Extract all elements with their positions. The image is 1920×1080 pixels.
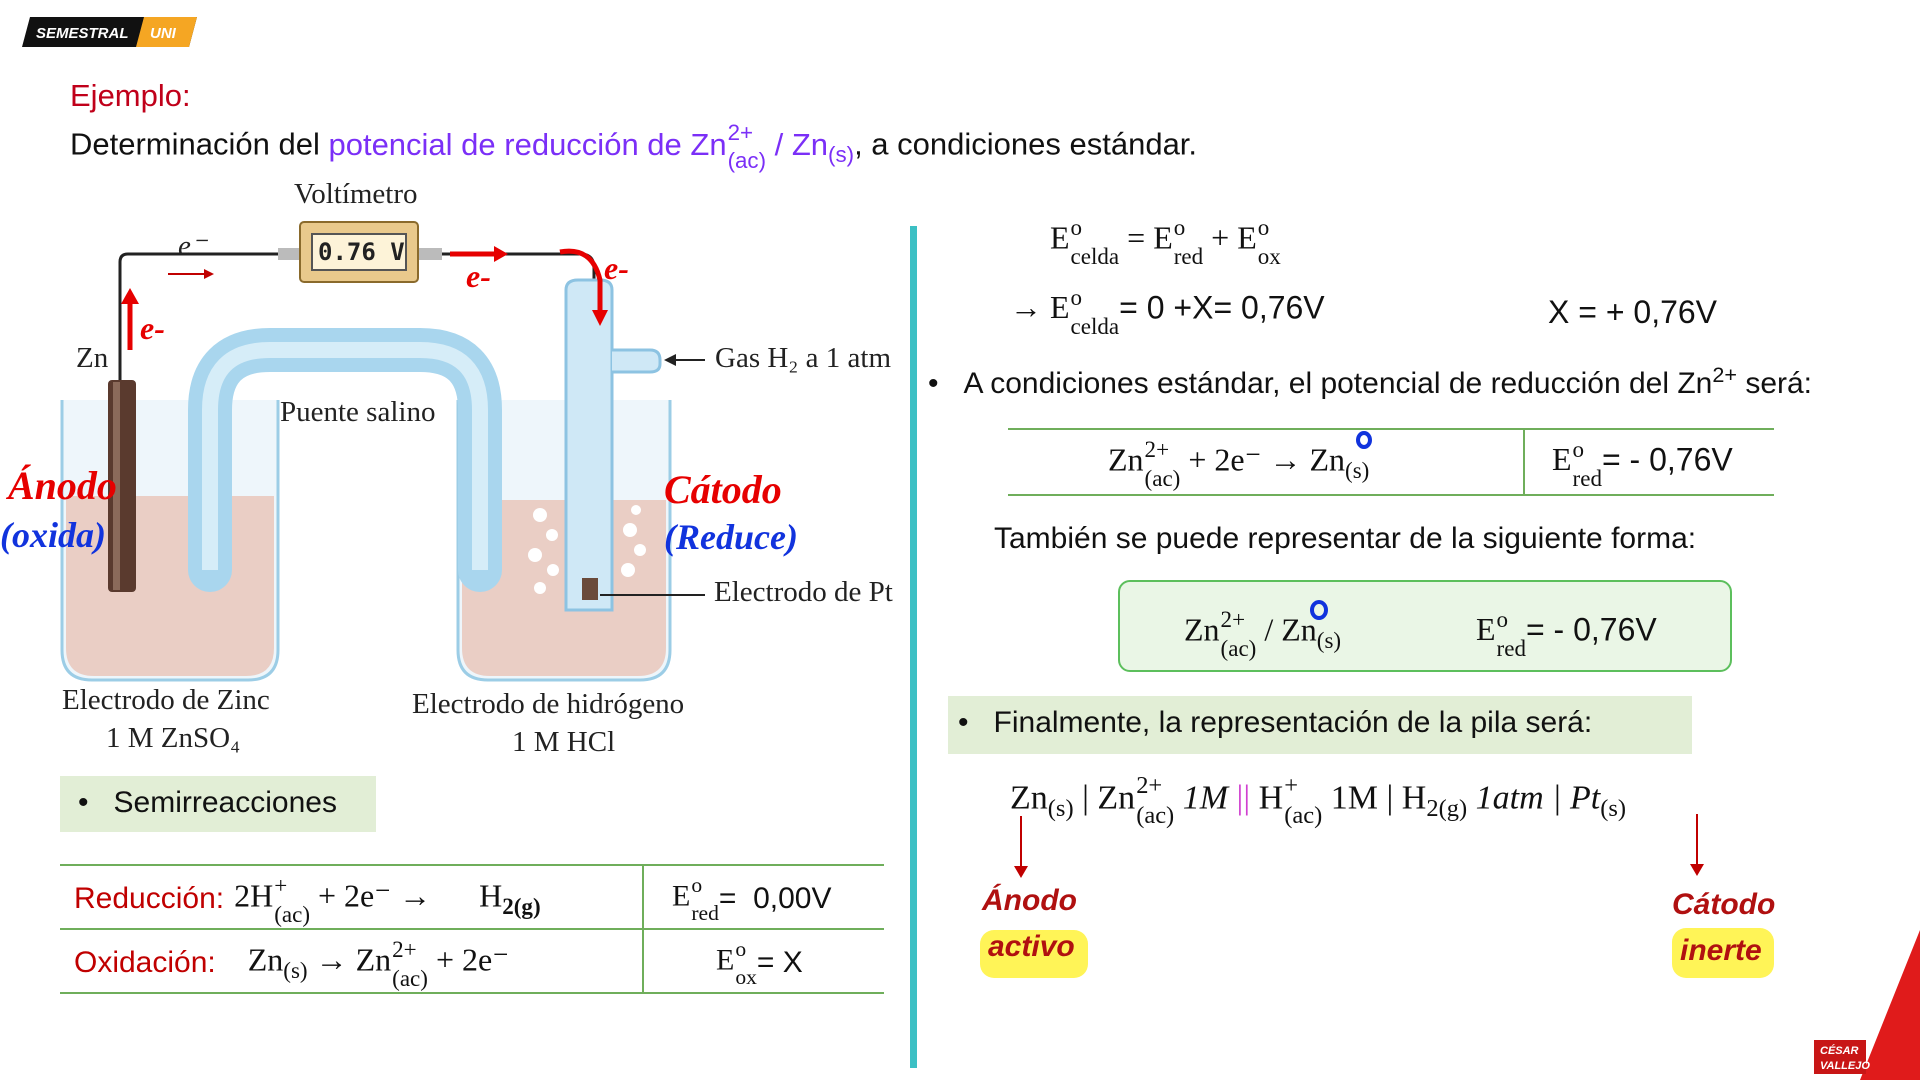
anode-action-label: (oxida) — [0, 515, 106, 555]
subtitle-suffix: , a condiciones estándar. — [854, 126, 1198, 162]
table-rule-bottom — [60, 992, 884, 994]
anode-hand-label: Ánodo — [8, 463, 117, 508]
semireactions-header: • Semirreacciones — [78, 786, 337, 819]
pt-electrode-label: Electrodo de Pt — [714, 576, 893, 608]
example-label: Ejemplo: — [70, 78, 191, 113]
logo-text-right: UNI — [150, 25, 177, 42]
electron-hand-2: e- — [466, 258, 491, 294]
cathode-label: Cátodo — [1672, 888, 1776, 921]
voltmeter-label: Voltímetro — [294, 178, 418, 210]
hand-mark-2 — [1310, 600, 1328, 620]
galvanic-cell-diagram: Voltímetro 0.76 V e⁻ e- e- e- Zn Gas H₂ … — [0, 170, 910, 770]
electron-hand-3: e- — [604, 250, 629, 286]
cathode-highlight — [1672, 928, 1774, 978]
result-rule-top — [1008, 428, 1774, 430]
electron-label: e⁻ — [178, 230, 207, 262]
final-statement: • Finalmente, la representación de la pi… — [958, 706, 1593, 739]
cathode-arrow — [1690, 814, 1704, 876]
standard-statement: • A condiciones estándar, el potencial d… — [928, 362, 1813, 400]
cathode-hand-label: Cátodo — [664, 467, 782, 512]
hydrogen-solution-label: 1 M HCl — [512, 726, 616, 758]
electron-hand-1: e- — [140, 310, 165, 346]
alternative-representation-text: También se puede representar de la sigui… — [994, 522, 1697, 555]
cell-illustration — [60, 221, 705, 682]
anode-label: Ánodo — [982, 884, 1077, 917]
salt-bridge-label: Puente salino — [280, 396, 436, 428]
final-statement-box — [948, 696, 1692, 754]
cathode-action-label: (Reduce) — [664, 517, 798, 557]
x-value: X = + 0,76V — [1548, 294, 1718, 330]
anode-highlight — [980, 930, 1088, 978]
hand-mark-1 — [1356, 431, 1372, 449]
hydrogen-electrode-label: Electrodo de hidrógeno — [412, 688, 685, 720]
logo-text-left: SEMESTRAL — [36, 25, 129, 42]
column-divider — [910, 226, 917, 1068]
semestral-uni-logo: SEMESTRAL UNI — [22, 17, 197, 47]
zinc-solution-label: 1 M ZnSO₄ — [106, 722, 241, 754]
anode-type: activo — [988, 930, 1075, 963]
zinc-electrode-label: Electrodo de Zinc — [62, 684, 270, 716]
voltmeter-reading: 0.76 V — [318, 238, 405, 266]
result-rule-bottom — [1008, 494, 1774, 496]
zn-label: Zn — [76, 342, 109, 374]
gas-label: Gas H₂ a 1 atm — [715, 342, 892, 374]
result-rule-vertical — [1523, 428, 1525, 494]
semireactions-header-box — [60, 776, 376, 832]
representation-box — [1118, 580, 1732, 672]
table-rule-mid — [60, 928, 884, 930]
cathode-type: inerte — [1680, 934, 1762, 967]
anode-arrow — [1014, 816, 1028, 878]
table-rule-vertical — [642, 864, 644, 992]
footer-logo-line1: CÉSAR — [1820, 1044, 1859, 1057]
page-subtitle: Determinación del potencial de reducción… — [70, 120, 1198, 174]
footer-logo-line2: VALLEJO — [1820, 1060, 1870, 1072]
subtitle-prefix: Determinación del — [70, 126, 329, 162]
table-rule-top — [60, 864, 884, 866]
cesar-vallejo-logo: CÉSAR VALLEJO — [1814, 930, 1920, 1080]
reduction-row: Reducción: 2H+(ac) + 2e⁻ → H2(g) — [74, 871, 541, 927]
